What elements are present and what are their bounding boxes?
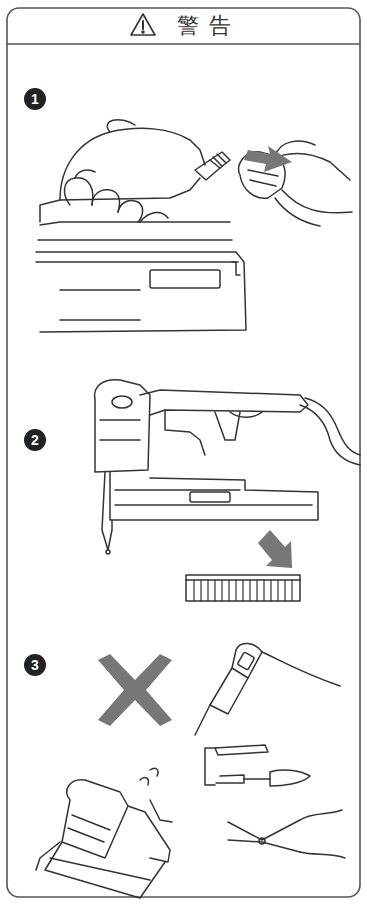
callout-number: 3 bbox=[24, 654, 46, 676]
warning-title: 警 告 bbox=[150, 11, 260, 41]
callout-number: 2 bbox=[24, 429, 46, 451]
callout-number: 1 bbox=[24, 88, 46, 110]
